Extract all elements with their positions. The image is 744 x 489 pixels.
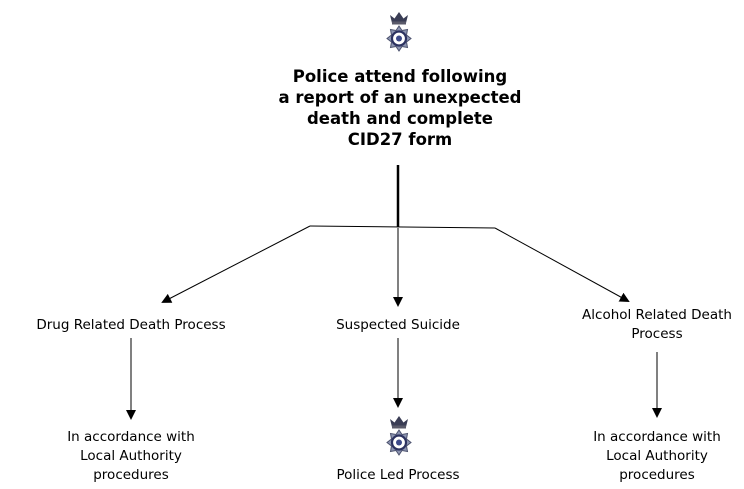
police-badge-icon	[386, 12, 412, 52]
outcome-suicide: Police Led Process	[336, 467, 460, 483]
split-line	[309, 225, 496, 229]
branch-label-suicide: Suspected Suicide	[336, 317, 460, 333]
arrow-to-drug	[161, 225, 311, 303]
arrow-to-alcohol	[494, 227, 630, 302]
branch-label-drug: Drug Related Death Process	[36, 317, 226, 333]
outcome-drug: In accordance with Local Authority proce…	[67, 429, 195, 483]
police-badge-icon	[386, 416, 412, 456]
outcome-alcohol: In accordance with Local Authority proce…	[593, 429, 721, 483]
start-node-title: Police attend following a report of an u…	[278, 67, 522, 149]
branch-label-alcohol: Alcohol Related Death Process	[582, 307, 732, 342]
